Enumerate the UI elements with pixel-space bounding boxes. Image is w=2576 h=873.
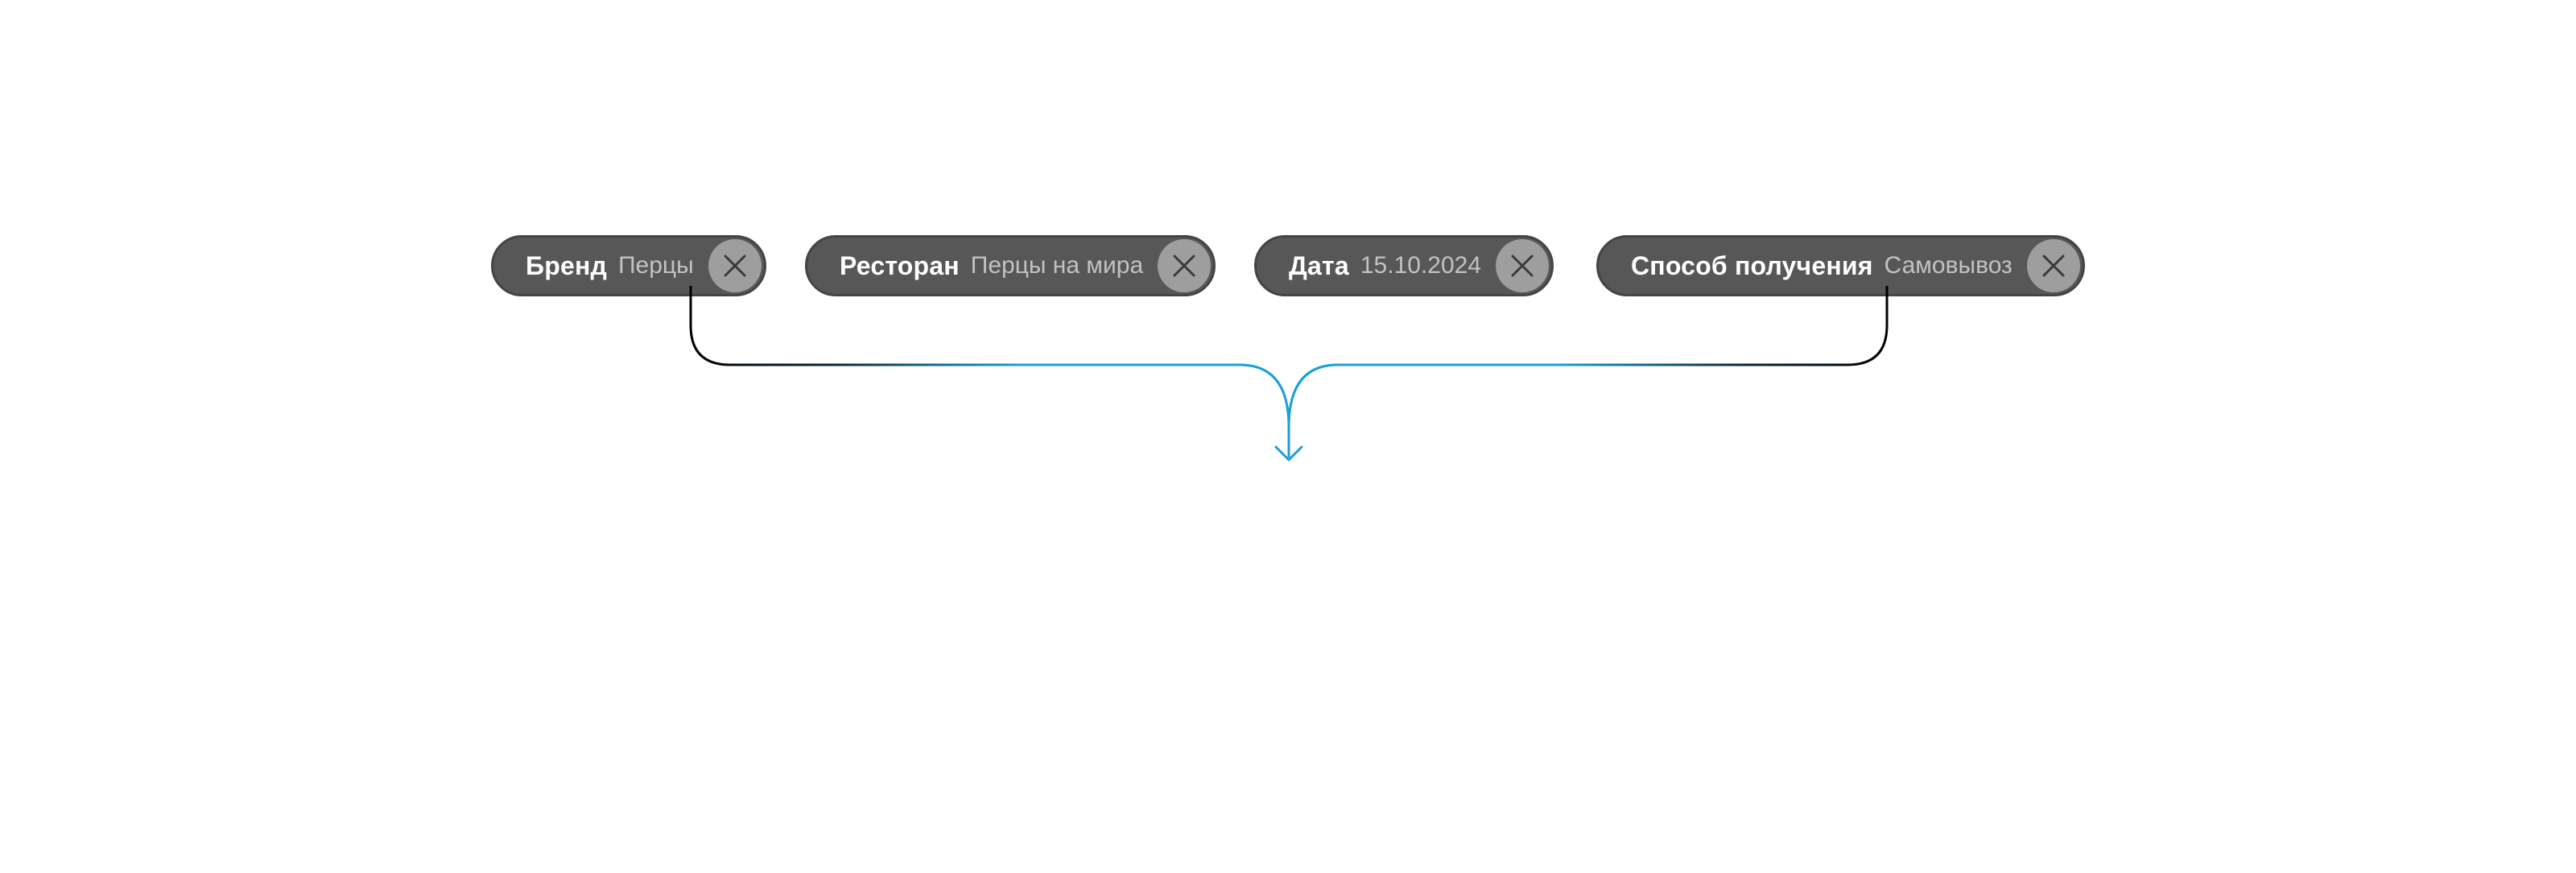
remove-filter-button[interactable] [1158,239,1212,292]
filter-chip-label: Ресторан [840,250,960,280]
filter-chip-label: Бренд [526,250,607,280]
close-icon [724,254,746,277]
remove-filter-button[interactable] [1496,239,1550,292]
filter-chip-date[interactable]: Дата 15.10.2024 [1254,235,1554,296]
remove-filter-button[interactable] [2026,239,2080,292]
connector-right-branch [1287,286,1889,428]
filter-chip-value: Перцы на мира [970,252,1144,279]
arrow-down-icon [1274,445,1303,461]
remove-filter-button[interactable] [708,239,762,292]
close-icon [2042,254,2065,277]
filter-chip-label: Дата [1289,250,1349,280]
connector-left-branch [689,286,1290,457]
filter-chip-label: Способ получения [1631,250,1873,280]
filter-chip-brand[interactable]: Бренд Перцы [491,235,766,296]
filter-chip-value: Самовывоз [1884,252,2013,279]
close-icon [1173,254,1195,277]
close-icon [1511,254,1534,277]
filter-chip-value: Перцы [617,252,694,279]
filter-chip-restaurant[interactable]: Ресторан Перцы на мира [805,235,1216,296]
filter-chip-value: 15.10.2024 [1360,252,1482,279]
filter-chip-delivery-method[interactable]: Способ получения Самовывоз [1596,235,2085,296]
